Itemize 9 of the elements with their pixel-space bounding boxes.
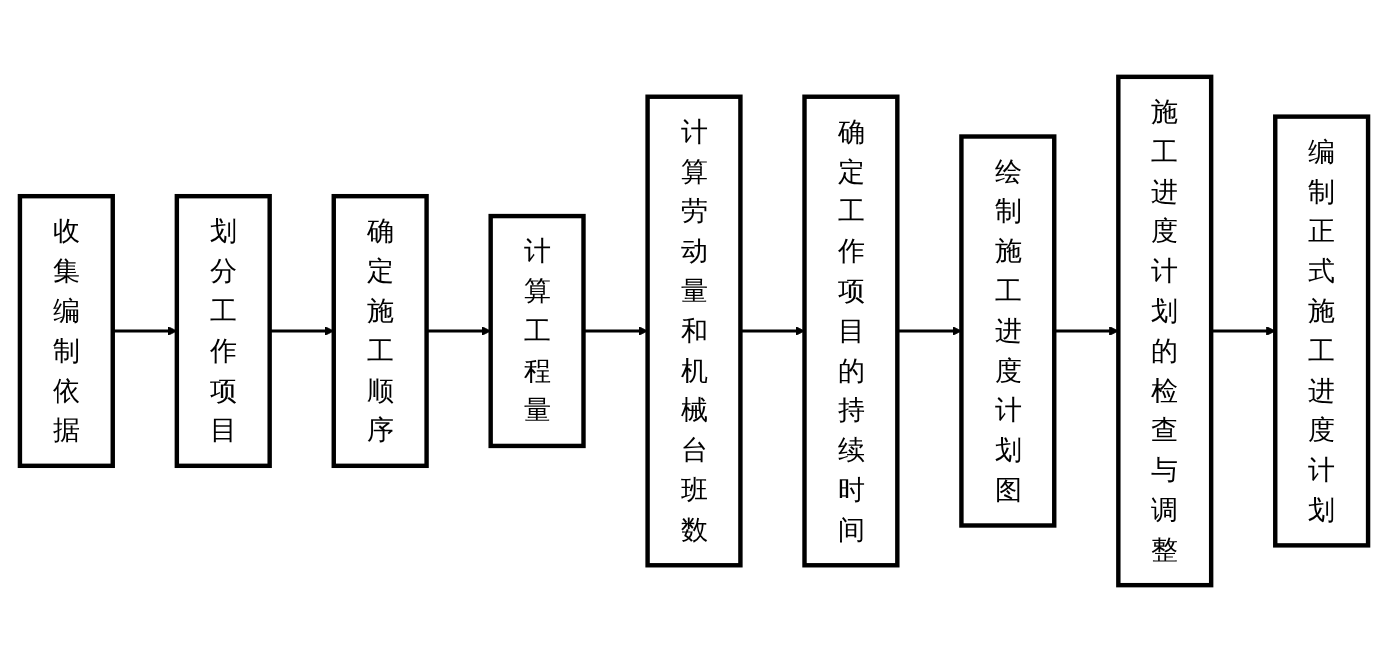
node-box: 计算工程量 xyxy=(488,213,586,448)
node-box: 确定施工顺序 xyxy=(331,193,429,468)
node-box: 划分工作项目 xyxy=(174,193,272,468)
node-box: 施工进度计划的检查与调整 xyxy=(1116,74,1214,587)
node-box: 绘制施工进度计划图 xyxy=(959,133,1057,528)
node-box: 计算劳动量和机械台班数 xyxy=(645,94,743,567)
node-box: 确定工作项目的持续时间 xyxy=(802,94,900,567)
node-box: 编制正式施工进度计划 xyxy=(1273,113,1371,548)
node-box: 收集编制依据 xyxy=(17,193,115,468)
